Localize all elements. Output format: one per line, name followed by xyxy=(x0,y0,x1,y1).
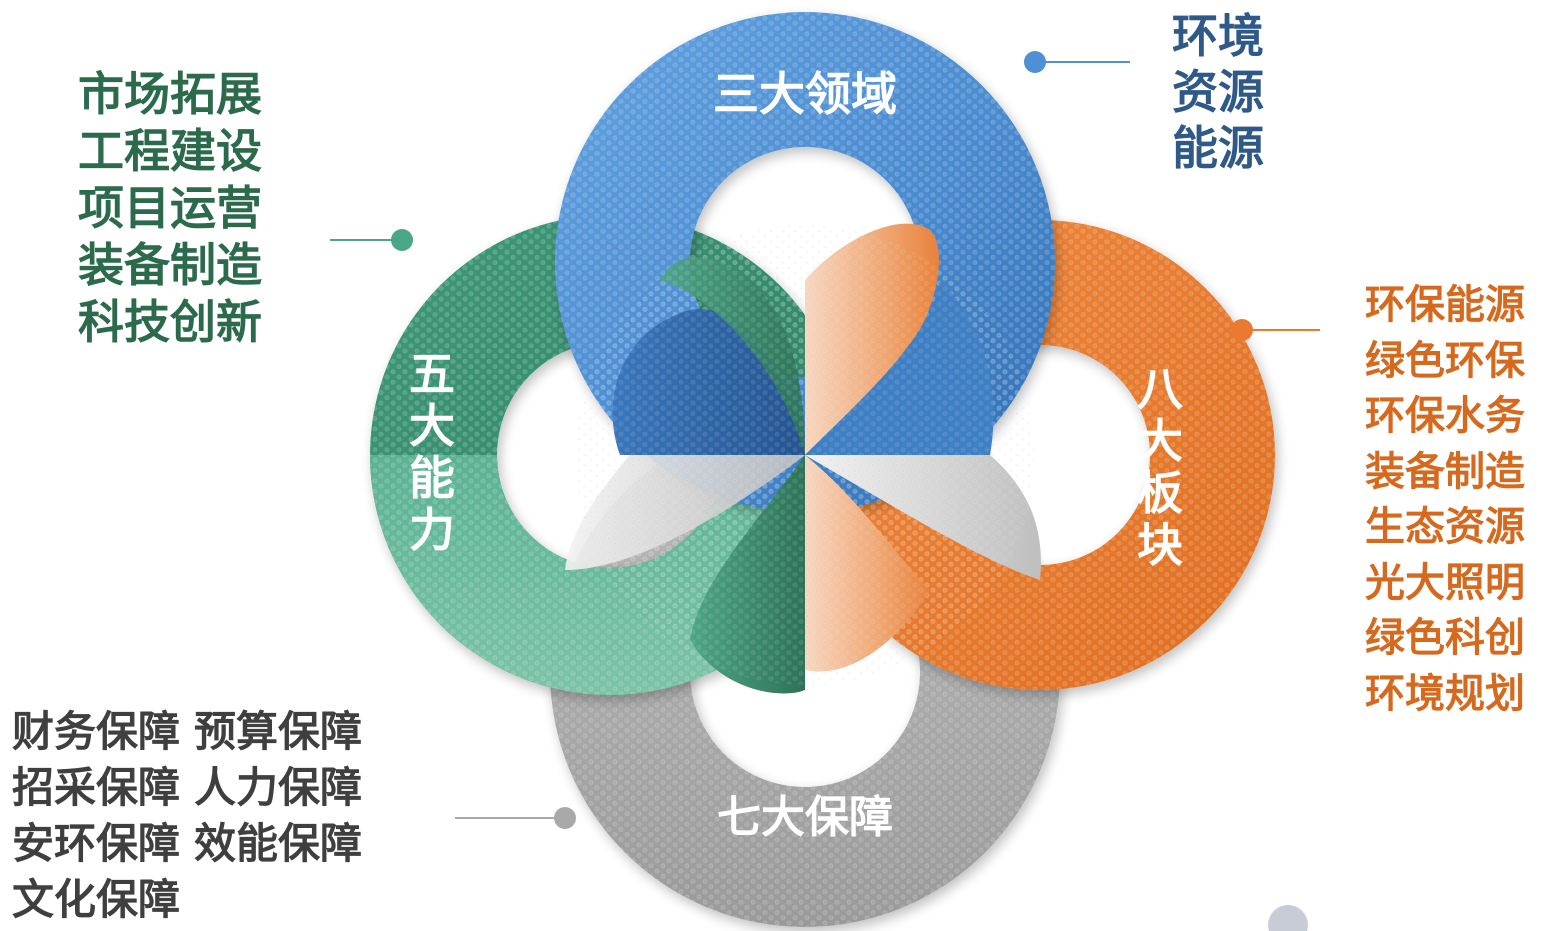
green-capability-list: 市场拓展工程建设项目运营装备制造科技创新 xyxy=(78,66,262,351)
ring-label-gray: 七大保障 xyxy=(717,792,893,843)
ring-label-green: 五大能力 xyxy=(409,347,455,557)
capability-item: 工程建设 xyxy=(78,124,262,178)
domain-item: 环境 xyxy=(1172,9,1264,63)
capability-item: 市场拓展 xyxy=(78,67,262,121)
segment-item: 光大照明 xyxy=(1365,559,1525,606)
connector-blue xyxy=(1024,51,1130,73)
support-item: 文化保障 xyxy=(12,875,181,924)
segment-item: 装备制造 xyxy=(1365,448,1525,495)
connector-green xyxy=(330,229,413,251)
support-item: 招采保障 xyxy=(12,763,181,812)
segment-item: 环保水务 xyxy=(1365,393,1525,439)
gray-support-list: 财务保障预算保障招采保障人力保障安环保障效能保障文化保障 xyxy=(12,704,362,928)
support-item: 效能保障 xyxy=(194,819,363,868)
segment-item: 生态资源 xyxy=(1365,504,1525,550)
segment-item: 环保能源 xyxy=(1365,282,1525,328)
segment-item: 绿色科创 xyxy=(1365,615,1525,661)
connector-orange xyxy=(1231,319,1320,341)
support-row: 安环保障效能保障 xyxy=(12,816,362,872)
orange-segment-list: 环保能源绿色环保环保水务装备制造生态资源光大照明绿色科创环境规划 xyxy=(1365,278,1525,722)
capability-item: 科技创新 xyxy=(78,295,262,349)
ring-label-orange: 八大板块 xyxy=(1137,362,1184,572)
ring-label-blue: 三大领域 xyxy=(713,67,897,121)
support-row: 招采保障人力保障 xyxy=(12,760,362,816)
support-item: 财务保障 xyxy=(12,707,181,756)
segment-item: 绿色环保 xyxy=(1365,337,1525,384)
decorative-dot xyxy=(1268,905,1308,931)
support-item: 安环保障 xyxy=(12,819,181,868)
domain-item: 资源 xyxy=(1172,65,1264,119)
support-row: 文化保障 xyxy=(12,872,362,928)
capability-item: 项目运营 xyxy=(78,181,262,235)
support-item: 人力保障 xyxy=(194,763,363,812)
segment-item: 环境规划 xyxy=(1365,670,1525,717)
support-row: 财务保障预算保障 xyxy=(12,704,362,760)
capability-item: 装备制造 xyxy=(78,238,262,292)
blue-domain-list: 环境资源能源 xyxy=(1172,8,1264,176)
support-item: 预算保障 xyxy=(194,707,363,756)
domain-item: 能源 xyxy=(1172,121,1264,175)
connector-gray xyxy=(455,807,576,829)
